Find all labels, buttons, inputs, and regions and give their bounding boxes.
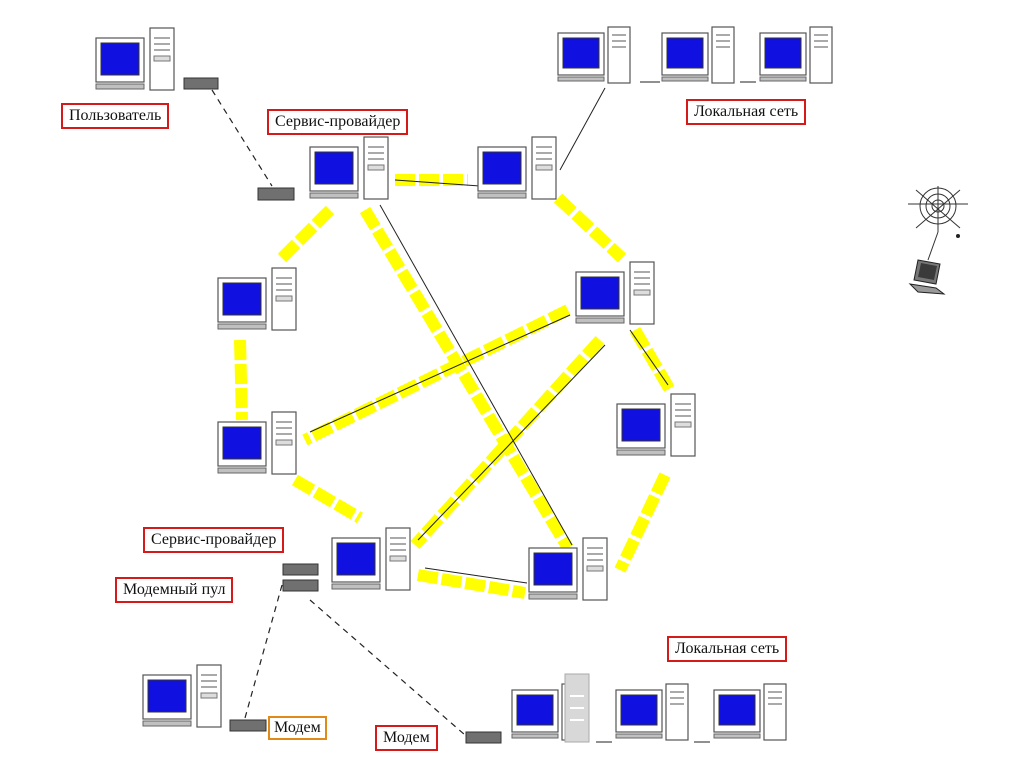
label-provider-bottom: Сервис-провайдер [143, 527, 285, 553]
node-right-middle [616, 393, 696, 457]
gateway-top-right [477, 136, 557, 200]
lan-top-pc-2 [661, 26, 735, 84]
thin-links [309, 87, 669, 584]
modem-right-device [465, 731, 502, 744]
label-modem-right: Модем [375, 725, 438, 751]
provider-top-modem [257, 187, 295, 201]
link [291, 474, 364, 524]
lan-top-pc-1 [557, 26, 631, 84]
label-lan-top: Локальная сеть [686, 99, 807, 125]
modem-left-device [229, 719, 267, 732]
modem-pool-unit-1 [282, 563, 319, 576]
link [359, 206, 574, 552]
link [277, 205, 335, 263]
node-left-upper [217, 267, 297, 331]
backbone-links [234, 174, 676, 599]
web-laptop-icon [908, 186, 968, 295]
link [417, 569, 526, 599]
remote-user-computer [142, 664, 222, 728]
dial-links [211, 89, 466, 736]
label-provider-top: Сервис-провайдер [267, 109, 409, 135]
modem-pool-unit-2 [282, 579, 319, 592]
label-modem-left: Модем [268, 716, 327, 740]
user-modem [183, 77, 219, 90]
provider-top-server [309, 136, 389, 200]
node-right-upper [575, 261, 655, 325]
link [234, 339, 248, 421]
lan-bus [596, 81, 756, 743]
lan-bottom-pc-2 [615, 683, 689, 741]
node-left-lower [217, 411, 297, 475]
link [614, 472, 671, 573]
provider-bottom-server [331, 527, 411, 591]
label-modem-pool: Модемный пул [115, 577, 234, 603]
user-computer [95, 27, 175, 91]
label-lan-bottom: Локальная сеть [667, 636, 788, 662]
lan-top-pc-3 [759, 26, 833, 84]
label-user: Пользователь [61, 103, 170, 129]
link [553, 193, 627, 263]
lan-bottom-pc-3 [713, 683, 787, 741]
